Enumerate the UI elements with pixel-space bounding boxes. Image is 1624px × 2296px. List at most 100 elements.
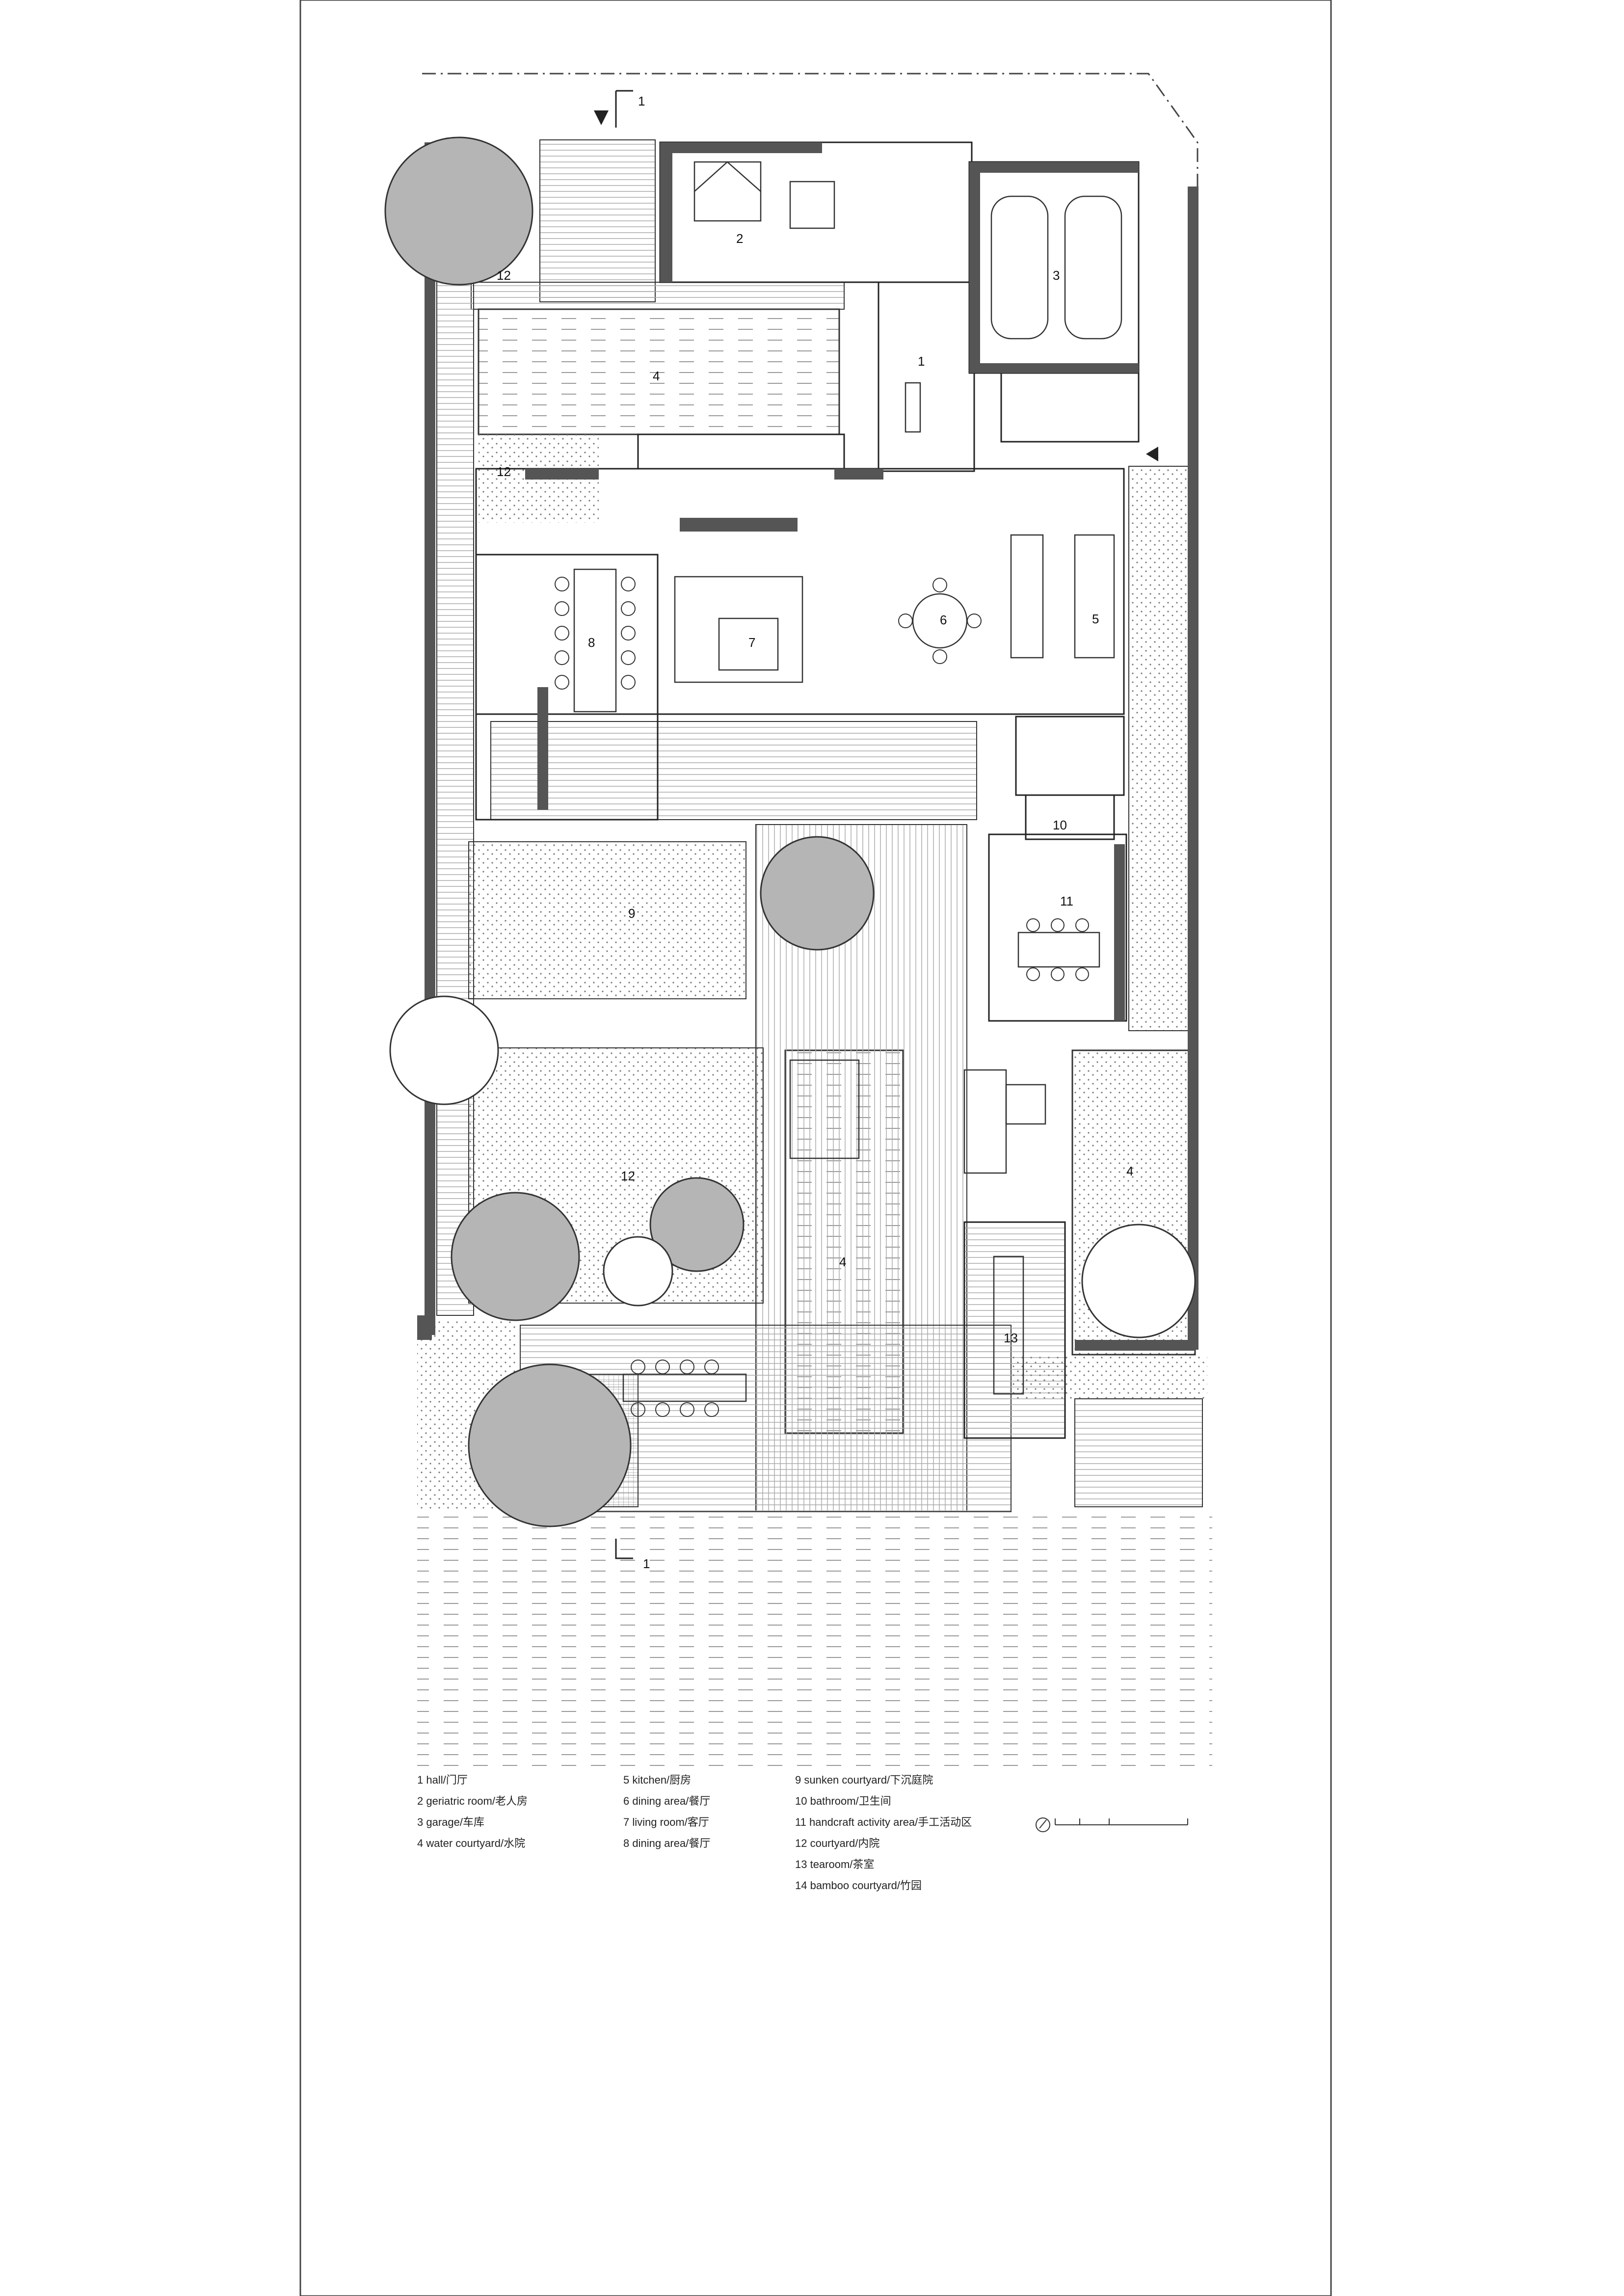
site-boundary <box>422 73 1198 187</box>
label-courtyard-mid: 12 <box>497 464 511 479</box>
dining-west-outline <box>475 554 659 821</box>
label-dining-east: 6 <box>940 613 947 627</box>
wall-garage-north <box>969 162 1139 173</box>
garage-annex <box>1000 372 1140 443</box>
label-garage: 3 <box>1053 268 1060 283</box>
wall-living-tv <box>680 518 798 532</box>
hall-bench <box>905 382 921 433</box>
chair <box>555 601 569 616</box>
tree-shrub <box>603 1236 673 1307</box>
chair <box>704 1402 719 1417</box>
legend-item: 1 hall/门厅 <box>417 1774 468 1786</box>
label-water-courtyard-center: 4 <box>839 1255 846 1269</box>
wall-dining-west <box>537 687 548 810</box>
dining-table-west <box>573 568 617 713</box>
label-dining-west: 8 <box>588 635 595 650</box>
chair <box>1026 918 1040 932</box>
sofa-geriatric <box>789 181 835 229</box>
deck-entrance <box>539 139 656 302</box>
legend-item: 11 handcraft activity area/手工活动区 <box>795 1816 972 1828</box>
section-arrow <box>594 110 609 125</box>
label-bathroom: 10 <box>1053 818 1067 832</box>
outdoor-dining-table <box>622 1373 747 1402</box>
tree-sw-2 <box>468 1363 632 1527</box>
legend-item: 6 dining area/餐厅 <box>623 1795 711 1807</box>
stepping-stones <box>789 1059 860 1159</box>
deck-north-strip <box>471 282 845 310</box>
chair <box>555 675 569 690</box>
legend-item: 10 bathroom/卫生间 <box>795 1795 891 1807</box>
legend-item: 9 sunken courtyard/下沉庭院 <box>795 1774 933 1786</box>
label-section-north: 1 <box>638 94 645 108</box>
wall-east-boundary <box>1188 187 1198 1350</box>
wall-se <box>1075 1340 1195 1351</box>
tree-nw <box>384 136 533 286</box>
chair <box>1026 967 1040 981</box>
tree-sw-1 <box>451 1192 580 1321</box>
chair <box>555 650 569 665</box>
chair <box>631 1402 645 1417</box>
wall-garage-south <box>969 363 1139 373</box>
legend-item: 7 living room/客厅 <box>623 1816 709 1828</box>
chair <box>704 1360 719 1374</box>
outdoor-lounge <box>963 1069 1007 1174</box>
chair <box>1051 918 1065 932</box>
label-water-courtyard-east: 4 <box>1126 1164 1133 1178</box>
label-courtyard-south: 12 <box>621 1169 635 1183</box>
handcraft-table <box>1017 932 1100 968</box>
handcraft-outline <box>988 833 1127 1022</box>
chair <box>621 675 636 690</box>
tree-se <box>1081 1224 1196 1338</box>
legend-item: 3 garage/车库 <box>417 1816 484 1828</box>
chair <box>680 1360 694 1374</box>
label-courtyard-nw: 12 <box>497 268 511 283</box>
label-tearoom: 13 <box>1004 1331 1018 1345</box>
wall-south-west <box>417 1315 432 1340</box>
label-geriatric-room: 2 <box>736 231 743 246</box>
wall-main-north <box>525 469 599 480</box>
chair <box>555 626 569 641</box>
section-marker-north-line <box>615 90 633 128</box>
wall-geriatric-north <box>660 142 822 153</box>
wall-west-boundary <box>425 142 435 1335</box>
legend-item: 14 bamboo courtyard/竹园 <box>795 1879 922 1892</box>
outdoor-table <box>1005 1084 1046 1125</box>
wall-handcraft-east <box>1114 844 1125 1021</box>
chair <box>621 601 636 616</box>
label-handcraft-area: 11 <box>1060 894 1073 908</box>
bed-quilt <box>694 161 761 192</box>
tree-west <box>389 995 499 1105</box>
scale-bar <box>1055 1818 1188 1825</box>
sunken-courtyard <box>468 841 746 999</box>
deck-tearoom <box>964 1222 1065 1439</box>
garage-outline <box>968 161 1140 374</box>
wall-geriatric-west <box>660 142 672 282</box>
north-arrow-pointer <box>1039 1819 1047 1829</box>
label-water-courtyard-north: 4 <box>653 369 660 383</box>
chair <box>932 649 947 664</box>
geriatric-room-outline <box>659 141 973 283</box>
bed <box>693 161 762 222</box>
north-arrow <box>1036 1817 1050 1832</box>
legend-item: 8 dining area/餐厅 <box>623 1837 711 1849</box>
label-kitchen: 5 <box>1092 612 1099 626</box>
label-sunken-courtyard: 9 <box>628 906 635 921</box>
drawing-frame <box>299 0 1332 2296</box>
chair <box>680 1402 694 1417</box>
living-rug <box>718 617 779 671</box>
bathroom-outline <box>1025 794 1115 840</box>
chair <box>621 577 636 591</box>
deck-west-strip <box>436 142 474 1316</box>
chair <box>898 614 913 628</box>
tearoom-outline <box>963 1221 1066 1439</box>
chair <box>621 626 636 641</box>
hall-outline <box>878 281 975 472</box>
chair <box>1075 918 1089 932</box>
legend-column-3: 9 sunken courtyard/下沉庭院 10 bathroom/卫生间 … <box>795 1769 972 1896</box>
chair <box>932 578 947 592</box>
label-section-south: 1 <box>643 1556 650 1571</box>
chair <box>655 1402 670 1417</box>
wall-main-north-2 <box>834 469 883 480</box>
legend-item: 4 water courtyard/水院 <box>417 1837 526 1849</box>
